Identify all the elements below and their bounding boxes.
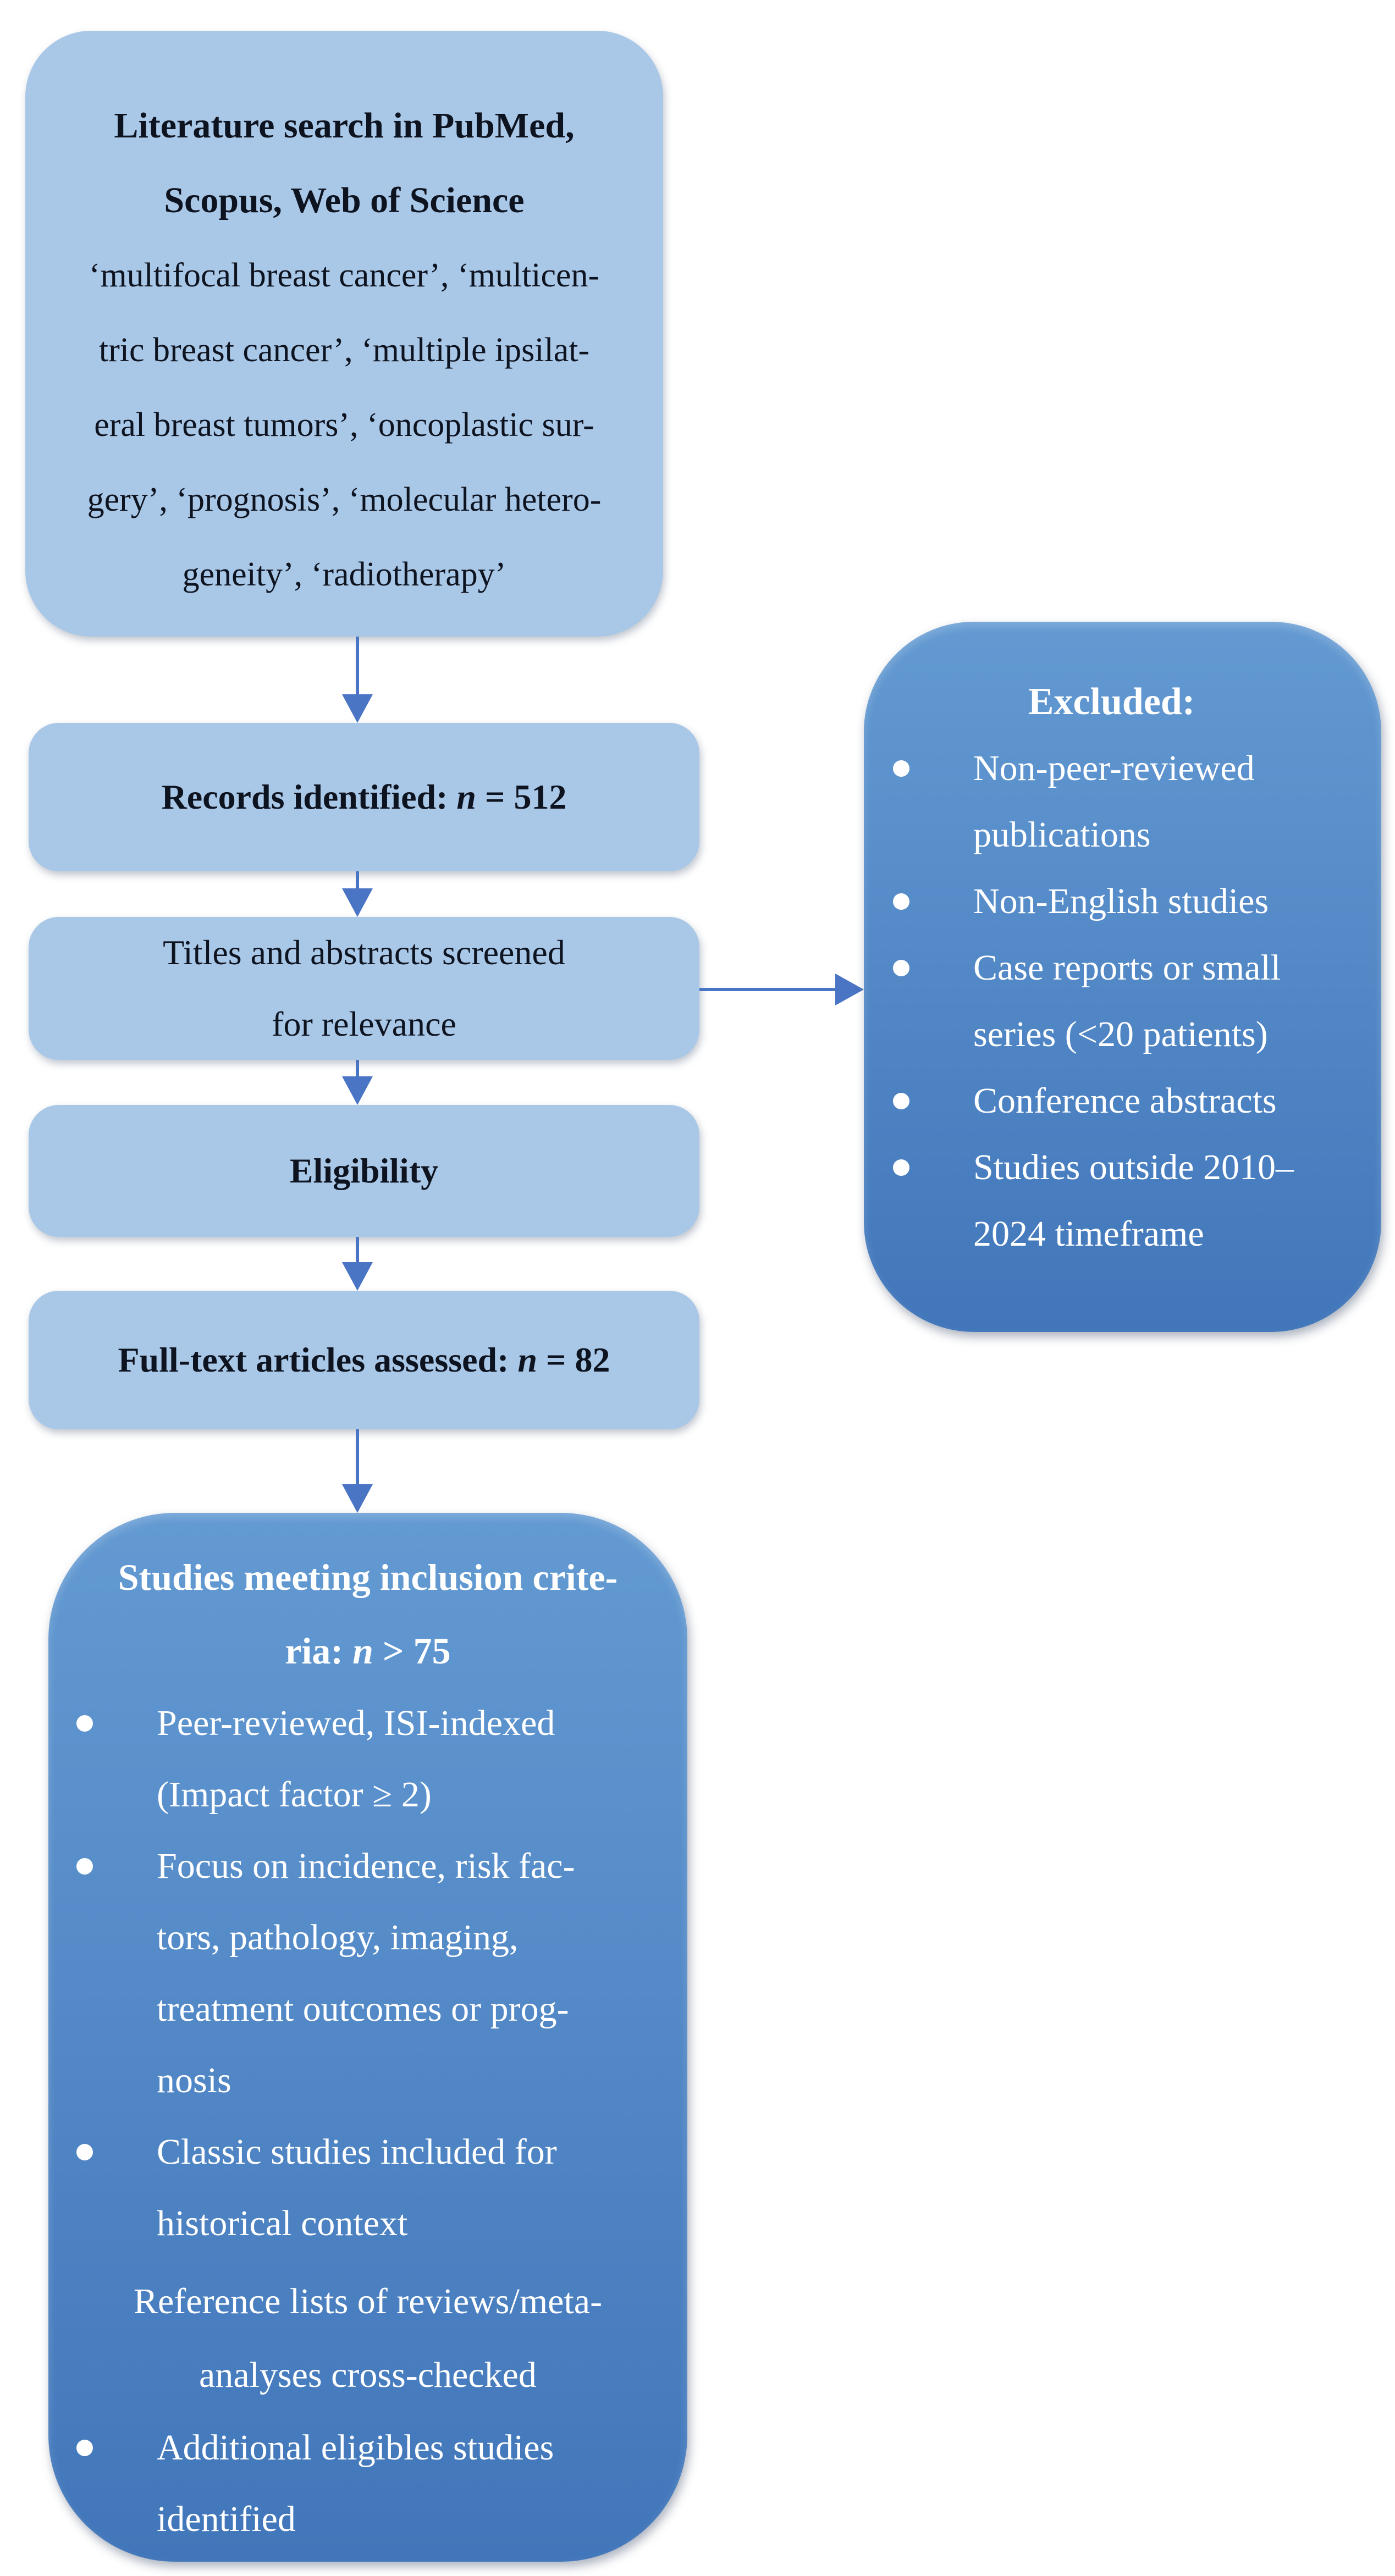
bullet-dot: [893, 760, 909, 777]
n-variable: n: [456, 777, 476, 816]
included-heading: Studies meeting inclusion crite- ria: n …: [48, 1540, 687, 1688]
bullet-dot: [76, 1715, 93, 1732]
included-bullet-list: Peer-reviewed, ISI-indexed (Impact facto…: [76, 1688, 665, 2259]
list-item-text: Conference abstracts: [973, 1081, 1277, 1121]
records-label: Records identified: n = 512: [162, 761, 567, 833]
included-heading-suffix: > 75: [373, 1630, 451, 1672]
eligibility-box: Eligibility: [29, 1105, 699, 1237]
list-item-text: Focus on incidence, risk fac- tors, path…: [157, 1846, 575, 2100]
arrow-line: [356, 637, 359, 694]
list-item-text: Non-English studies: [973, 881, 1269, 921]
list-item: Peer-reviewed, ISI-indexed (Impact facto…: [76, 1688, 665, 1831]
arrow-eligibility-to-fulltext: [342, 1237, 373, 1291]
bullet-dot: [893, 1159, 909, 1176]
n-variable: n: [517, 1340, 538, 1379]
records-label-suffix: = 512: [476, 777, 567, 816]
bullet-dot: [893, 960, 909, 976]
search-keywords: ‘multifocal breast cancer’, ‘multicen- t…: [87, 257, 602, 593]
arrow-line: [699, 988, 835, 991]
arrowhead-down-icon: [342, 1262, 373, 1291]
records-box: Records identified: n = 512: [29, 723, 699, 871]
list-item: Non-peer-reviewed publications: [893, 735, 1343, 868]
arrowhead-right-icon: [835, 974, 864, 1005]
included-box: Studies meeting inclusion crite- ria: n …: [48, 1513, 687, 2562]
list-item: Case reports or small series (<20 patien…: [893, 935, 1343, 1068]
list-item-text: Peer-reviewed, ISI-indexed (Impact facto…: [157, 1703, 555, 1815]
records-label-prefix: Records identified:: [161, 777, 457, 816]
screening-box: Titles and abstracts screened for releva…: [29, 917, 699, 1060]
list-item: Studies outside 2010– 2024 timeframe: [893, 1134, 1343, 1267]
arrow-line: [356, 1237, 359, 1262]
arrow-fulltext-to-included: [342, 1429, 373, 1513]
list-item: Classic studies included for historical …: [76, 2116, 665, 2259]
bullet-dot: [893, 1093, 909, 1109]
fulltext-label-suffix: = 82: [537, 1340, 610, 1379]
arrowhead-down-icon: [342, 1484, 373, 1513]
screening-label: Titles and abstracts screened for releva…: [163, 933, 565, 1043]
fulltext-label: Full-text articles assessed: n = 82: [118, 1324, 610, 1396]
list-item: Focus on incidence, risk fac- tors, path…: [76, 1831, 665, 2116]
arrowhead-down-icon: [342, 888, 373, 917]
bullet-dot: [76, 1858, 93, 1875]
bullet-dot: [76, 2440, 93, 2456]
list-item-text: Classic studies included for historical …: [157, 2132, 557, 2243]
list-item-text: Non-peer-reviewed publications: [973, 748, 1255, 855]
n-variable: n: [352, 1630, 373, 1672]
arrow-screening-to-excluded: [699, 974, 864, 1005]
list-item-text: Case reports or small series (<20 patien…: [973, 948, 1281, 1054]
excluded-title: Excluded:: [1028, 681, 1195, 723]
search-box-title: Literature search in PubMed, Scopus, Web…: [114, 106, 575, 220]
list-item-text: Studies outside 2010– 2024 timeframe: [973, 1147, 1294, 1254]
arrow-line: [356, 871, 359, 888]
arrow-line: [356, 1060, 359, 1076]
excluded-box: Excluded: Non-peer-reviewed publications…: [864, 622, 1381, 1332]
list-item: Conference abstracts: [893, 1068, 1343, 1134]
fulltext-box: Full-text articles assessed: n = 82: [29, 1291, 699, 1429]
included-final-bullet-list: Additional eligibles studies identified: [76, 2412, 665, 2555]
search-box: Literature search in PubMed, Scopus, Web…: [25, 31, 663, 637]
list-item: Non-English studies: [893, 868, 1343, 935]
bullet-dot: [76, 2144, 93, 2160]
included-heading-prefix: Studies meeting inclusion crite- ria:: [118, 1556, 618, 1672]
arrow-search-to-records: [342, 637, 373, 723]
arrow-screening-to-eligibility: [342, 1060, 373, 1105]
list-item-text: Additional eligibles studies identified: [157, 2428, 554, 2539]
list-item: Additional eligibles studies identified: [76, 2412, 665, 2555]
fulltext-label-prefix: Full-text articles assessed:: [118, 1340, 518, 1379]
reference-note: Reference lists of reviews/meta- analyse…: [133, 2281, 603, 2395]
eligibility-label: Eligibility: [289, 1151, 439, 1190]
excluded-bullet-list: Non-peer-reviewed publications Non-Engli…: [893, 735, 1343, 1267]
arrowhead-down-icon: [342, 1076, 373, 1105]
arrow-records-to-screening: [342, 871, 373, 917]
arrowhead-down-icon: [342, 694, 373, 723]
bullet-dot: [893, 893, 909, 910]
arrow-line: [356, 1429, 359, 1484]
